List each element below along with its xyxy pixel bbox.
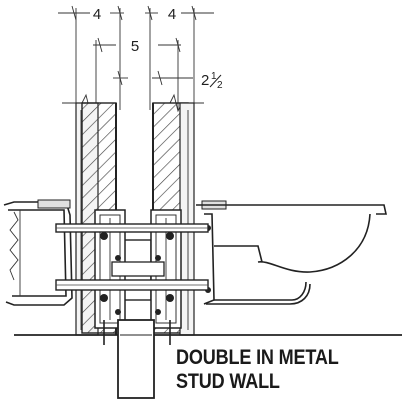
dimension-left-board: 4 [93,6,101,23]
bolts [100,232,174,345]
dimension-stud-numerator: 1 [211,71,217,82]
dimension-stud-denominator: 2 [217,80,223,91]
dimension-right-board: 4 [168,6,176,23]
caption-line-2: STUD WALL [176,370,280,393]
dimension-overall: 5 [131,38,139,55]
dimension-stud-width: 2 1 2 [201,71,223,91]
caption-line-1: DOUBLE IN METAL [176,346,339,369]
dimension-stud-whole: 2 [201,72,209,89]
right-fixture [196,200,387,305]
carrier-rods [55,223,209,291]
dimension-lines [58,5,214,110]
drain-pipe [117,319,155,399]
